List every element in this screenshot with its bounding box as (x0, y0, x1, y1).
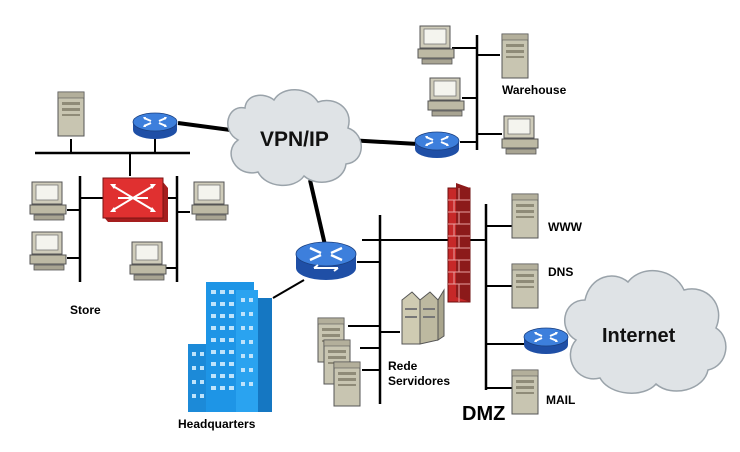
www-label: WWW (548, 220, 583, 234)
warehouse-label: Warehouse (502, 83, 567, 97)
store-router-icon (132, 112, 178, 140)
hq-router-icon (295, 241, 357, 280)
dmz-network: WWW DNS MAIL DMZ (462, 193, 583, 425)
internet-router-icon (523, 327, 569, 355)
server-network-label-line2: Servidores (388, 374, 450, 388)
vpn-cloud-label: VPN/IP (260, 128, 329, 151)
warehouse-pc-icon (501, 115, 539, 155)
dns-server-tower (511, 263, 539, 309)
store-switch-icon (102, 177, 168, 222)
internet-cloud-label: Internet (602, 325, 676, 347)
warehouse-network: Warehouse (414, 25, 567, 159)
headquarters-building: Headquarters (178, 282, 272, 431)
mail-server-tower (511, 369, 539, 415)
store-server-tower (57, 91, 85, 137)
mail-label: MAIL (546, 393, 575, 407)
internet-cloud: Internet (564, 269, 727, 394)
dns-label: DNS (548, 265, 573, 279)
server-tower (333, 361, 361, 407)
store-pc-icon (191, 181, 229, 221)
warehouse-router-icon (414, 131, 460, 159)
headquarters-label: Headquarters (178, 417, 256, 431)
store-network: Store (29, 91, 229, 317)
vpn-cloud: VPN/IP (227, 89, 362, 186)
server-network-label-line1: Rede (388, 359, 418, 373)
server-network: Rede Servidores (317, 215, 450, 407)
store-pc-icon (129, 241, 167, 281)
dmz-label: DMZ (462, 403, 505, 425)
store-pc-icon (29, 231, 67, 271)
store-label: Store (70, 303, 101, 317)
www-server-tower (511, 193, 539, 239)
firewall-icon (447, 183, 471, 303)
warehouse-server-tower (501, 33, 529, 79)
warehouse-pc-icon (417, 25, 455, 65)
server-switch-icon (401, 288, 445, 345)
store-pc-icon (29, 181, 67, 221)
warehouse-pc-icon (427, 77, 465, 117)
